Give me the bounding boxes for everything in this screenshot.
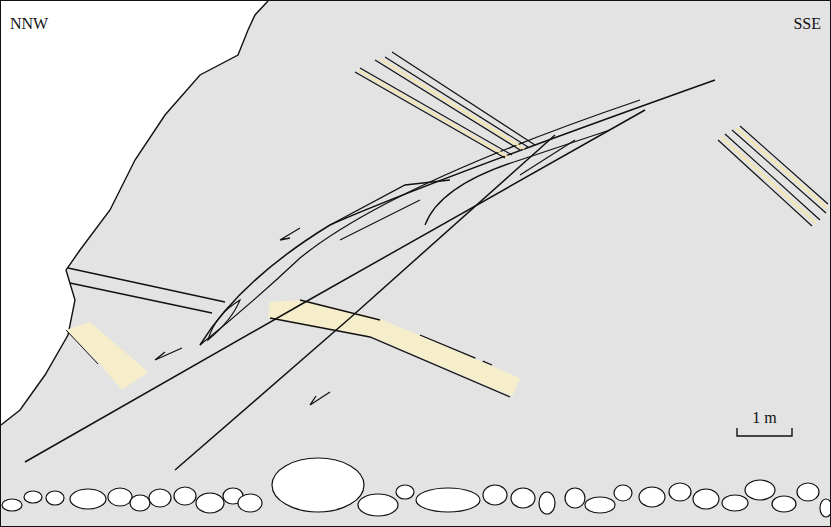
orientation-label: SSE: [793, 16, 821, 32]
orientation-label: NNW: [10, 16, 48, 32]
scale-label: 1 m: [752, 410, 776, 426]
